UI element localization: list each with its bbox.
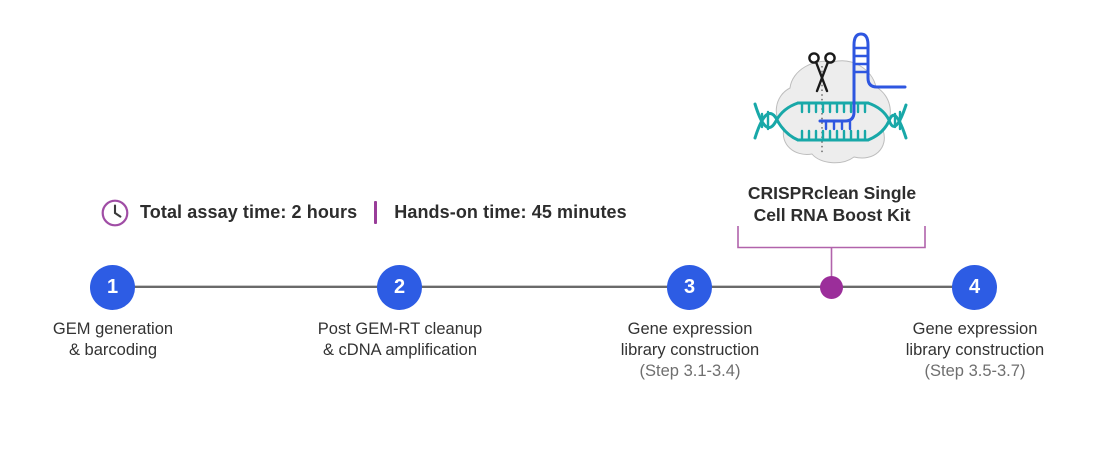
kit-marker-dot: [820, 276, 843, 299]
scissors-icon: [808, 52, 836, 93]
dna-helix-icon: [753, 101, 908, 142]
step-2-label: Post GEM-RT cleanup & cDNA amplification: [280, 319, 520, 361]
step-3-label-line1: Gene expression: [627, 320, 753, 338]
cas-protein-blob: [775, 60, 891, 164]
step-2-label-line2: & cDNA amplification: [322, 341, 478, 359]
crispr-dna-cut-illustration: [753, 32, 908, 164]
step-4-label-sub: (Step 3.5-3.7): [924, 362, 1026, 380]
kit-callout-bracket: [737, 226, 926, 282]
step-3-label-line2: library construction: [620, 341, 760, 359]
step-4-label-line1: Gene expression: [912, 320, 1038, 338]
step-3-label-sub: (Step 3.1-3.4): [639, 362, 741, 380]
timeline-line: [113, 286, 975, 288]
step-3-label: Gene expression library construction (St…: [570, 319, 810, 382]
step-1-circle: 1: [90, 265, 135, 310]
step-1-label-line1: GEM generation: [52, 320, 174, 338]
step-2-label-line1: Post GEM-RT cleanup: [317, 320, 483, 338]
step-4-circle: 4: [952, 265, 997, 310]
step-1-label: GEM generation & barcoding: [0, 319, 233, 361]
banner-divider: [374, 201, 378, 224]
step-1-label-line2: & barcoding: [68, 341, 158, 359]
kit-callout-line1: CRISPRclean Single: [747, 183, 917, 203]
step-4-label-line2: library construction: [905, 341, 1045, 359]
step-3-circle: 3: [667, 265, 712, 310]
step-4-label: Gene expression library construction (St…: [855, 319, 1095, 382]
step-2-circle: 2: [377, 265, 422, 310]
hands-on-time-text: Hands-on time: 45 minutes: [394, 202, 627, 222]
kit-callout-label: CRISPRclean Single Cell RNA Boost Kit: [722, 182, 942, 226]
total-assay-time-text: Total assay time: 2 hours: [140, 202, 358, 222]
kit-callout-line2: Cell RNA Boost Kit: [753, 205, 911, 225]
grna-hairpin-icon: [818, 32, 907, 131]
clock-icon: [101, 199, 129, 226]
assay-time-banner: Total assay time: 2 hours Hands-on time:…: [100, 197, 627, 228]
